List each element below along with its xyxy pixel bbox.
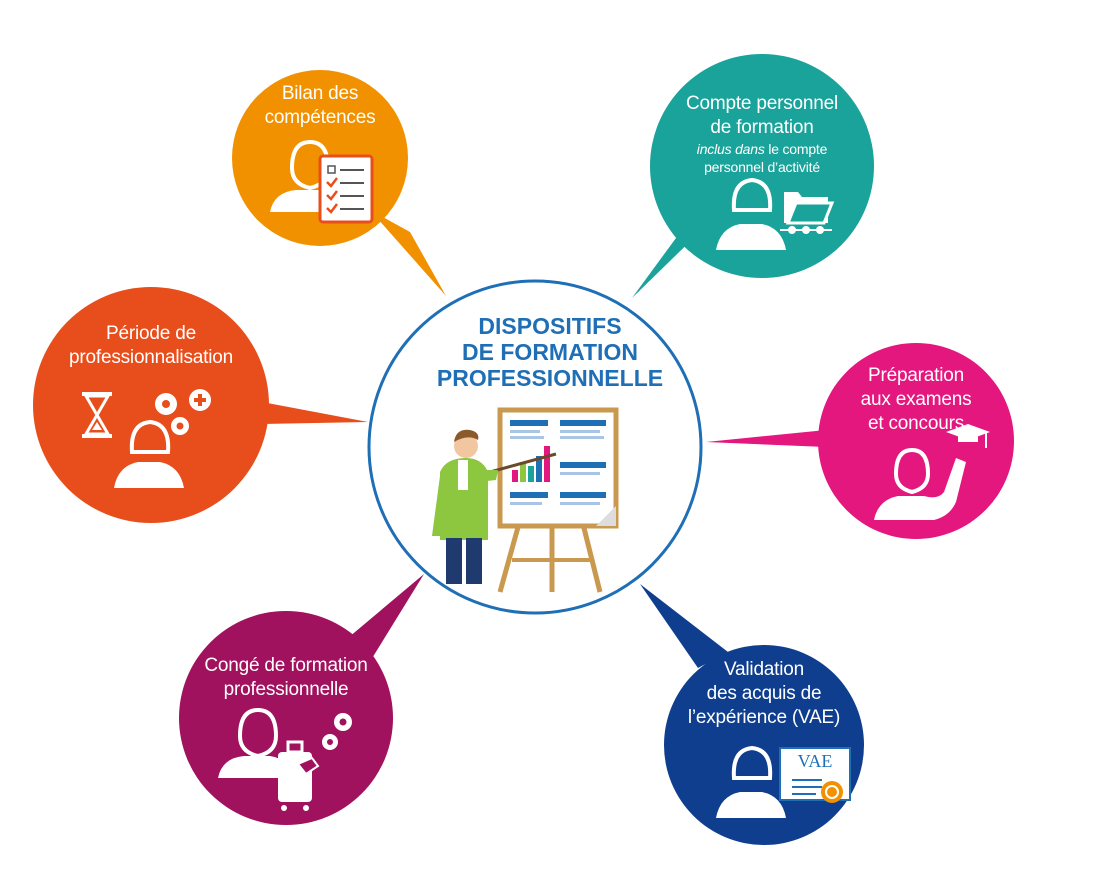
center-title: DISPOSITIFS DE FORMATION PROFESSIONNELLE	[380, 313, 720, 391]
node-label-line: professionnelle	[223, 679, 349, 700]
center-title-line: DISPOSITIFS	[478, 313, 622, 339]
node-periode-circle	[33, 287, 269, 523]
vae-badge: VAE	[797, 751, 833, 771]
node-label-line: Période de	[106, 323, 196, 344]
node-label-line: l’expérience (VAE)	[687, 707, 841, 728]
node-periode-label: Période de professionnalisation	[51, 322, 251, 370]
node-label-line: des acquis de	[706, 683, 822, 704]
center-title-line: PROFESSIONNELLE	[436, 365, 664, 391]
node-cpf-label: Compte personnel de formation inclus dan…	[660, 92, 864, 176]
node-label-line: et concours	[867, 413, 965, 434]
node-preparation-circle	[818, 343, 1014, 539]
graduate-icon	[874, 424, 990, 520]
wedge-vae	[640, 584, 728, 668]
node-conge-label: Congé de formation professionnelle	[186, 654, 386, 702]
suitcase-person-icon	[218, 707, 352, 811]
node-label-small-line: inclus dans le compte	[660, 140, 864, 158]
folder-person-icon	[716, 177, 835, 250]
checklist-person-icon	[270, 139, 374, 224]
wedge-bilan	[370, 210, 446, 296]
node-label-line: Compte personnel	[685, 93, 839, 114]
node-label-line: professionnalisation	[69, 347, 233, 368]
node-label-text: le compte	[764, 141, 828, 157]
node-preparation-label: Préparation aux examens et concours	[826, 364, 1006, 436]
node-label-line: Bilan des	[281, 83, 359, 104]
hourglass-gears-icon	[82, 389, 211, 488]
node-label-small-line: personnel d’activité	[704, 159, 820, 175]
node-label-line: de formation	[710, 117, 814, 138]
node-label-line: Validation	[723, 659, 805, 680]
node-label-italic: inclus dans	[696, 141, 765, 157]
node-label-line: Congé de formation	[204, 655, 368, 676]
certificate-person-icon	[716, 745, 851, 818]
presenter-illustration-icon	[432, 407, 619, 593]
node-bilan-label: Bilan des compétences	[230, 82, 410, 130]
node-vae-label: Validation des acquis de l’expérience (V…	[674, 658, 854, 730]
wedge-preparation	[706, 430, 826, 447]
center-title-line: DE FORMATION	[462, 339, 638, 365]
node-label-line: compétences	[264, 107, 376, 128]
node-label-line: Préparation	[867, 365, 965, 386]
wedge-periode	[262, 402, 368, 424]
node-label-line: aux examens	[860, 389, 972, 410]
